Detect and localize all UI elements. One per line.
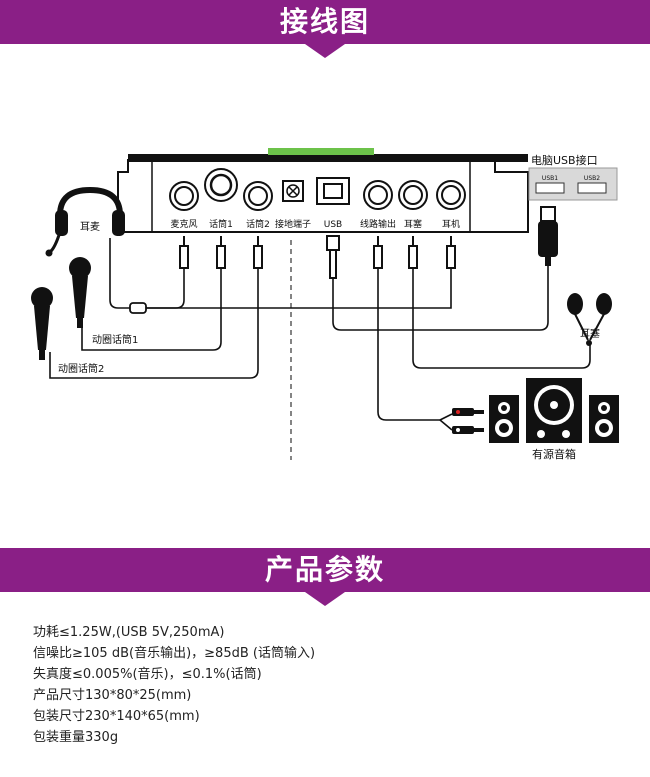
cable-earbuds: [412, 268, 591, 369]
cable-mic2: [49, 268, 259, 379]
port-earbud-jack: [398, 180, 428, 210]
mic2-icon: [31, 287, 53, 360]
port-line-out-jack: [363, 180, 393, 210]
port-headphone-jack: [436, 180, 466, 210]
port-ground-terminal: [282, 180, 304, 202]
cable-line-out: [377, 268, 440, 421]
port-label-mic: 麦克风: [170, 218, 197, 230]
product-params-banner: 产品参数: [0, 548, 650, 592]
banner-notch: [305, 592, 345, 606]
cable-headset: [109, 238, 132, 309]
speakers-label: 有源音箱: [532, 447, 576, 461]
computer-usb-panel: [528, 167, 618, 201]
spec-product-size: 产品尺寸130*80*25(mm): [33, 688, 192, 703]
subwoofer-icon: [526, 378, 582, 443]
port-mic1-jack: [204, 168, 238, 202]
spec-power: 功耗≤1.25W,(USB 5V,250mA): [33, 625, 225, 640]
plug-line-out: [373, 236, 383, 269]
plug-mic1: [216, 236, 226, 269]
mic2-label: 动圈话筒2: [58, 362, 104, 375]
rca-plug-icon: [439, 408, 484, 434]
port-label-ground: 接地端子: [275, 218, 311, 230]
wiring-diagram-banner: 接线图: [0, 0, 650, 44]
plug-mic: [179, 236, 189, 269]
port-usb-b: [316, 177, 350, 205]
cable-mic1: [81, 268, 222, 351]
plug-earbuds: [408, 236, 418, 269]
plug-headphones: [446, 236, 456, 269]
port-label-headphones: 耳机: [442, 218, 460, 230]
wiring-diagram: 麦克风 话筒1 话筒2 接地端子 USB 线路输出 耳塞 耳机 耳麦: [31, 148, 619, 461]
earbuds-label: 耳塞: [580, 327, 600, 340]
cable-mic: [146, 268, 185, 309]
cable-usb: [332, 266, 549, 331]
cable-headphones: [146, 268, 452, 309]
mic1-label: 动圈话筒1: [92, 333, 138, 346]
mic1-icon: [69, 257, 91, 328]
spec-package-weight: 包装重量330g: [33, 730, 119, 745]
port-label-line-out: 线路输出: [360, 218, 396, 230]
port-label-mic1: 话筒1: [209, 218, 233, 230]
port-mic2-jack: [243, 181, 273, 211]
spec-distortion: 失真度≤0.005%(音乐)，≤0.1%(话筒): [33, 667, 262, 682]
headset-splitter: [129, 302, 147, 314]
speaker-right-icon: [589, 395, 619, 443]
port-label-usb: USB: [324, 220, 342, 230]
usb-a-plug-icon: [538, 206, 558, 266]
wiring-diagram-title: 接线图: [279, 5, 370, 38]
plug-mic2: [253, 236, 263, 269]
product-params-title: 产品参数: [264, 553, 385, 586]
headset-label: 耳麦: [80, 221, 100, 233]
usb2-label: USB2: [584, 175, 600, 182]
device-top-bar: [128, 154, 528, 162]
usb1-label: USB1: [542, 175, 558, 182]
cables: [49, 238, 591, 421]
banner-notch: [305, 44, 345, 58]
computer-usb-label: 电脑USB接口: [531, 154, 598, 167]
port-mic-jack: [169, 181, 199, 211]
headset-icon: [45, 186, 125, 257]
spec-snr: 信噪比≥105 dB(音乐输出)，≥85dB (话筒输入): [33, 646, 316, 661]
plug-usb-b: [326, 235, 340, 279]
port-label-earbuds: 耳塞: [404, 218, 422, 230]
spec-list: 功耗≤1.25W,(USB 5V,250mA) 信噪比≥105 dB(音乐输出)…: [33, 622, 633, 748]
speaker-left-icon: [489, 395, 519, 443]
port-label-mic2: 话筒2: [246, 218, 270, 230]
device-green-stripe: [268, 148, 374, 155]
earbuds-icon: [567, 293, 612, 346]
spec-package-size: 包装尺寸230*140*65(mm): [33, 709, 200, 724]
